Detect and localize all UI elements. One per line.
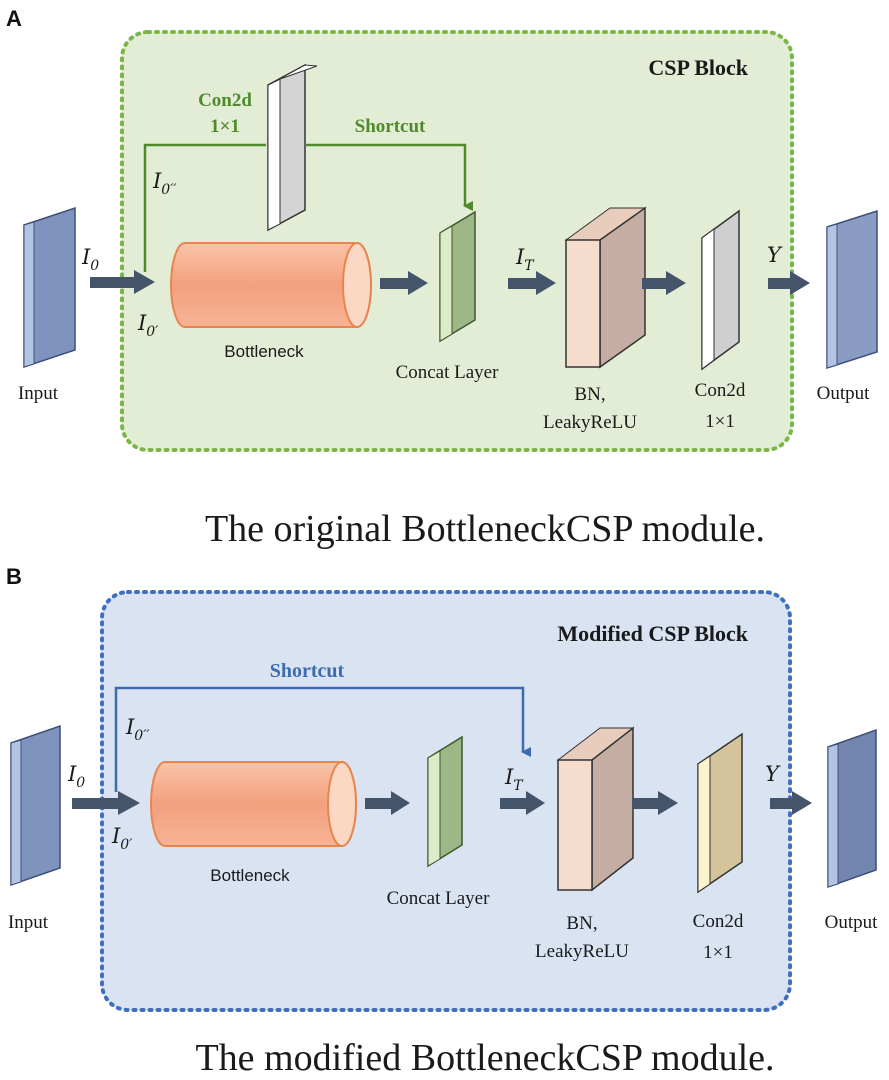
concat-label: Concat Layer	[387, 888, 491, 909]
flow-arrow-icon	[508, 271, 556, 295]
flow-arrow-icon	[642, 271, 686, 295]
conv-label-line1: Con2d	[695, 380, 746, 401]
i0p-symbol: I0′	[137, 311, 159, 340]
conv-label-line1: Con2d	[693, 911, 744, 932]
conv-layer-icon	[701, 209, 740, 371]
output-tensor-icon	[826, 209, 878, 370]
bn-layer-icon	[556, 726, 635, 892]
output-label: Output	[817, 383, 871, 404]
shortcut-conv-label-line2: 1×1	[210, 116, 240, 137]
shortcut-label: Shortcut	[270, 660, 345, 682]
concat-label: Concat Layer	[396, 362, 500, 383]
flow-arrow-icon	[632, 791, 678, 815]
flow-arrow-icon	[365, 791, 410, 815]
y-symbol: Y	[765, 762, 781, 786]
it-symbol: IT	[504, 765, 524, 794]
panel-b-letter: B	[6, 564, 22, 589]
shortcut-conv-label-line1: Con2d	[198, 90, 252, 111]
panel-b: B Modified CSP Block Input I0 Shortcut I…	[6, 564, 878, 1079]
bn-layer-icon	[564, 206, 647, 369]
shortcut-conv-icon	[267, 63, 318, 232]
i0pp-symbol: I0′′	[125, 715, 150, 744]
input-tensor-icon	[10, 724, 61, 887]
bottleneck-cylinder-icon	[150, 761, 357, 847]
modified-csp-block-title: Modified CSP Block	[557, 621, 748, 646]
i0pp-symbol: I0′′	[152, 169, 177, 198]
output-label: Output	[825, 912, 879, 933]
it-symbol: IT	[515, 245, 535, 274]
flow-arrow-icon	[768, 271, 810, 295]
bottleneck-label: Bottleneck	[210, 866, 290, 885]
shortcut-label: Shortcut	[355, 116, 426, 137]
bn-label-line1: BN,	[574, 384, 605, 405]
shortcut-arrow	[305, 143, 473, 211]
caption-a: The original BottleneckCSP module.	[205, 508, 765, 550]
panel-a-letter: A	[6, 6, 22, 31]
i0-symbol: I0	[81, 245, 99, 274]
concat-layer-icon	[427, 735, 463, 868]
output-tensor-icon	[827, 728, 877, 889]
input-label: Input	[18, 383, 59, 404]
conv-label-line2: 1×1	[705, 411, 735, 432]
input-label: Input	[8, 912, 49, 933]
input-tensor-icon	[23, 206, 76, 369]
panel-a: A CSP Block Input I0 I0′′ I0′ Con2d 1×1 …	[6, 6, 878, 550]
split-line	[143, 143, 266, 272]
flow-arrow-icon	[380, 271, 428, 295]
concat-layer-icon	[439, 210, 476, 343]
bn-label-line1: BN,	[566, 913, 597, 934]
bottleneck-label: Bottleneck	[224, 342, 304, 361]
shortcut-arrow	[114, 686, 531, 792]
caption-b: The modified BottleneckCSP module.	[195, 1037, 774, 1079]
conv-layer-icon	[697, 732, 743, 894]
y-symbol: Y	[767, 243, 783, 267]
bottleneck-cylinder-icon	[170, 242, 372, 328]
i0p-symbol: I0′	[111, 824, 133, 853]
flow-arrow-icon	[72, 791, 140, 815]
bn-label-line2: LeakyReLU	[535, 941, 629, 962]
csp-block-title: CSP Block	[648, 55, 748, 80]
flow-arrow-icon	[500, 791, 545, 815]
flow-arrow-icon	[90, 270, 155, 294]
flow-arrow-icon	[770, 791, 812, 815]
bn-label-line2: LeakyReLU	[543, 412, 637, 433]
conv-label-line2: 1×1	[703, 942, 733, 963]
i0-symbol: I0	[67, 762, 85, 791]
